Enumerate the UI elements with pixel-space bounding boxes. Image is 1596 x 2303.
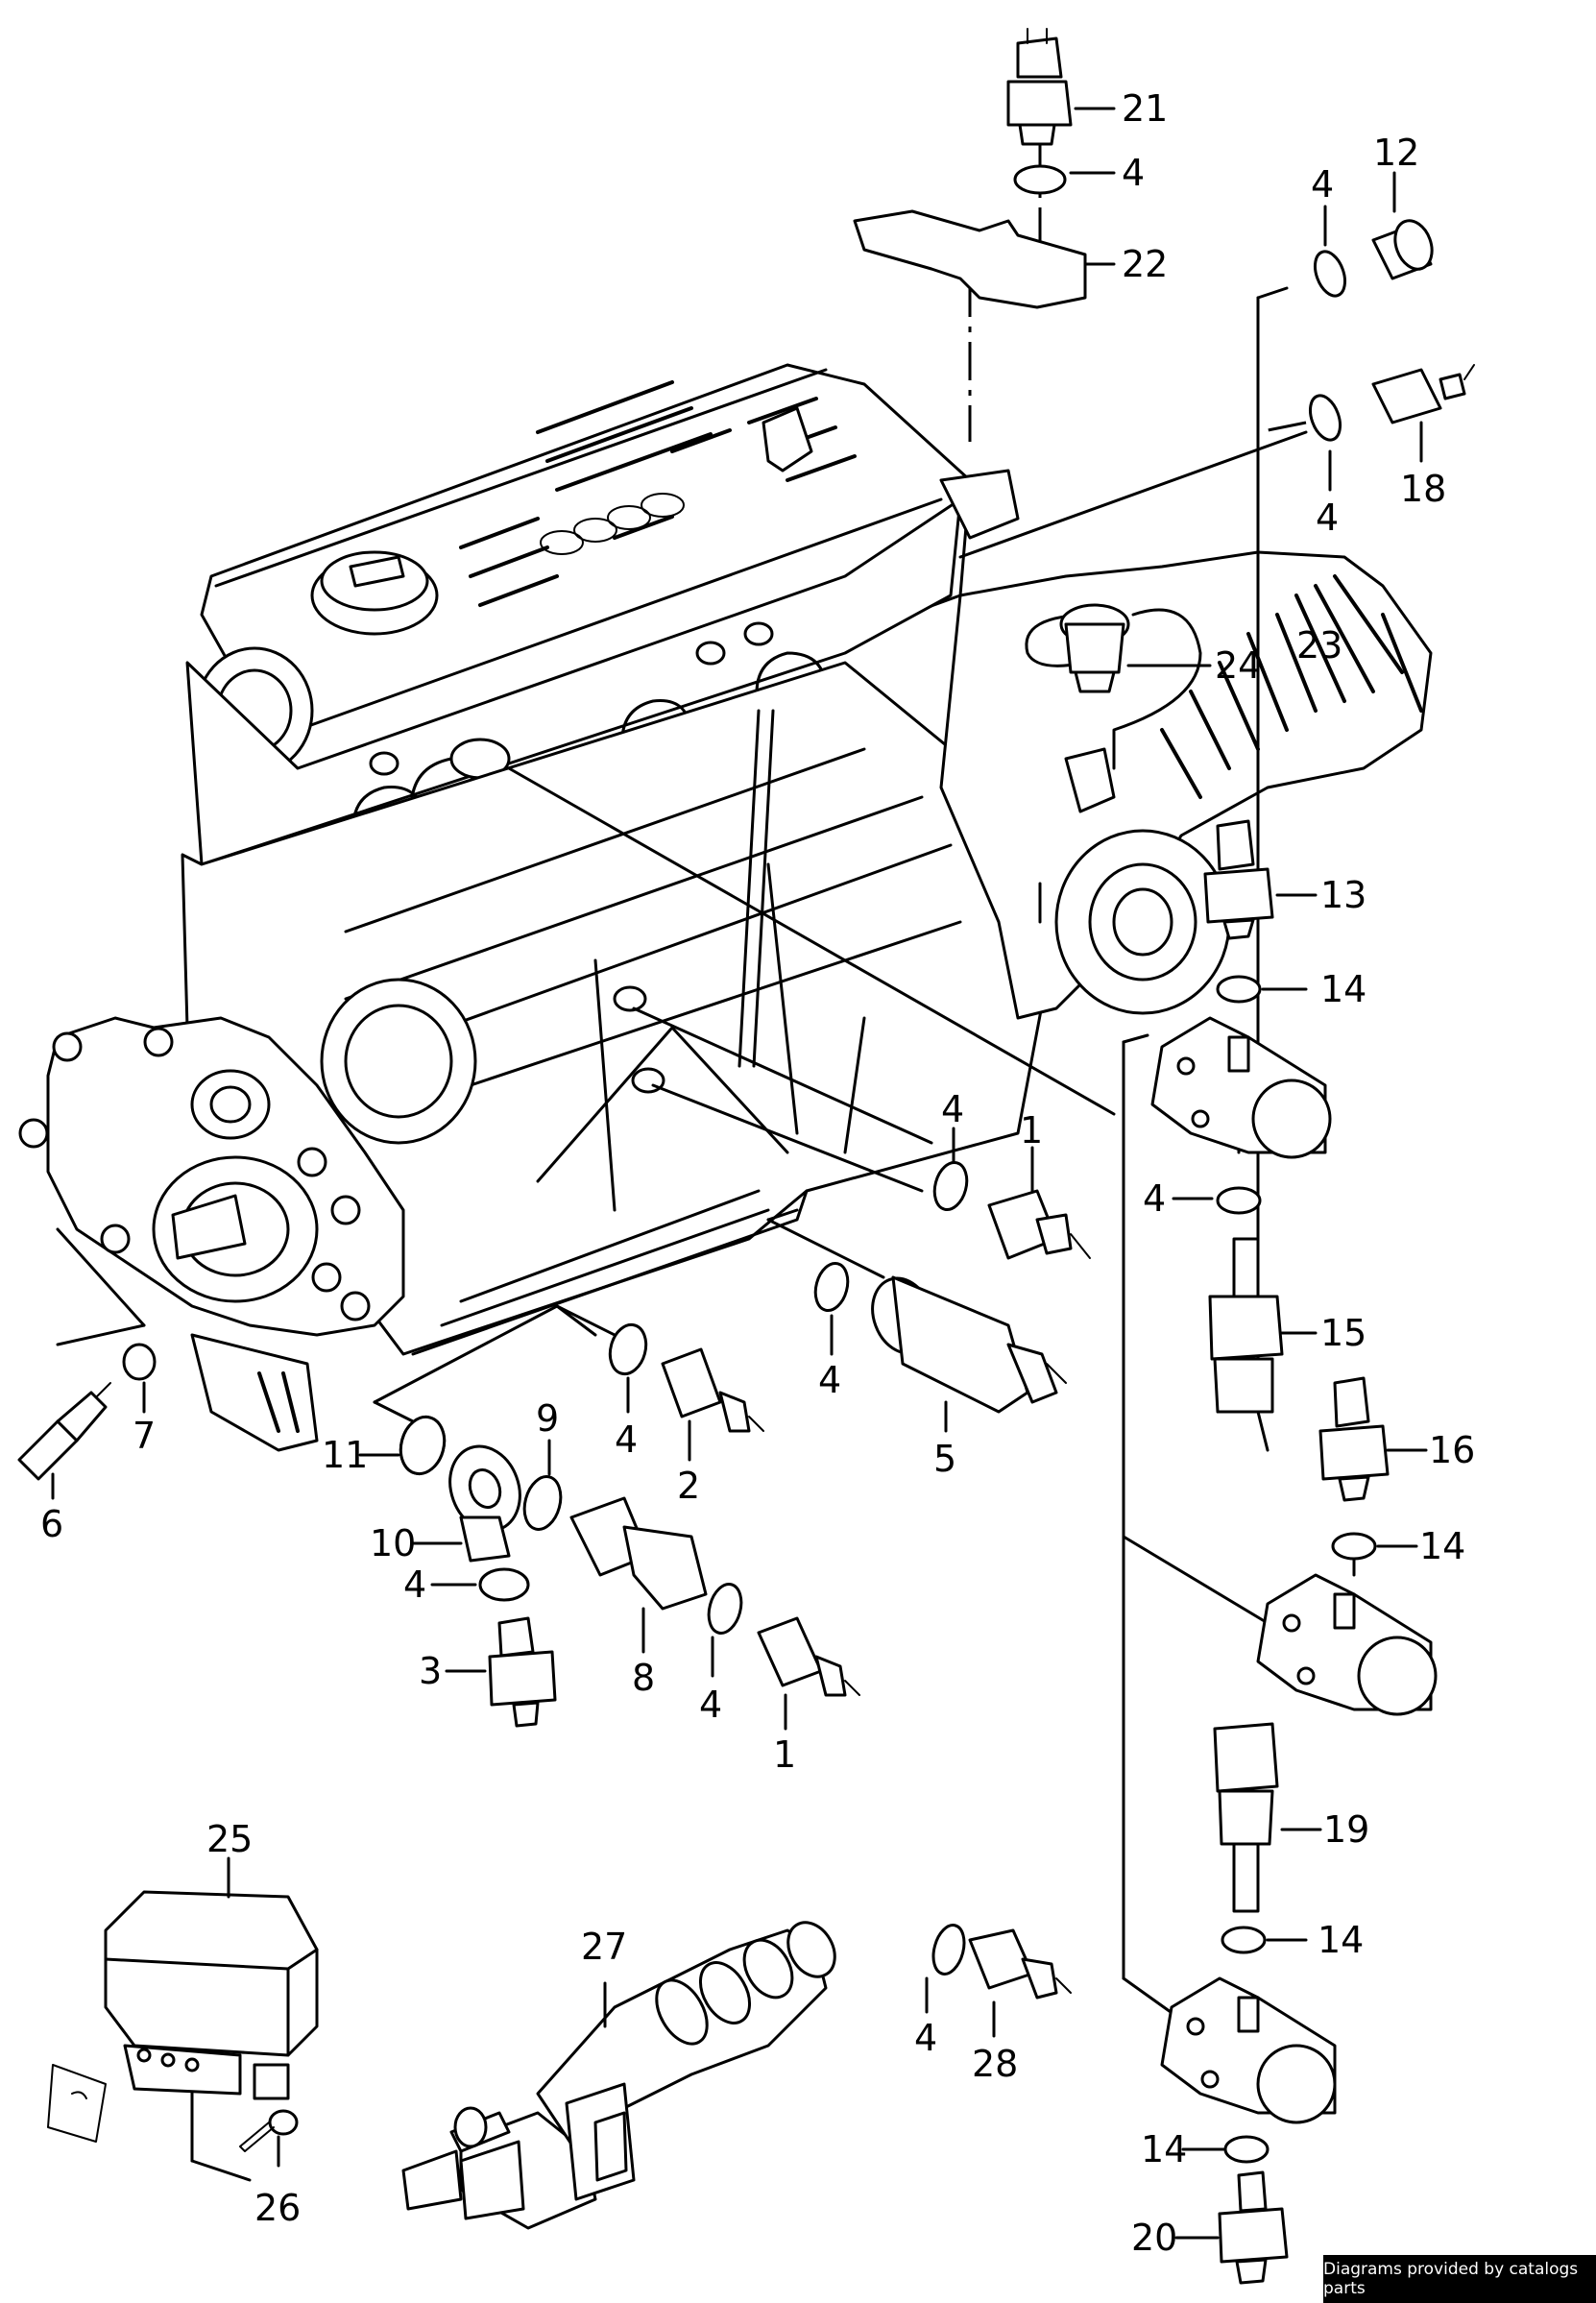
callout-4: 4 bbox=[941, 1088, 964, 1130]
coolant-flanges bbox=[1150, 1016, 1438, 2124]
part-15-sensor bbox=[1208, 1237, 1284, 1414]
callout-9: 9 bbox=[536, 1397, 559, 1440]
callout-4: 4 bbox=[615, 1418, 638, 1461]
callout-7: 7 bbox=[133, 1415, 156, 1457]
callout-4: 4 bbox=[914, 2017, 937, 2059]
callout-labels: 21 4 22 4 12 18 4 23 24 13 14 4 15 16 14… bbox=[40, 87, 1475, 2259]
part-12-plug bbox=[1371, 219, 1434, 280]
part-24-valve bbox=[1059, 603, 1130, 693]
callout-4: 4 bbox=[1316, 497, 1339, 539]
part-8-adapter bbox=[569, 1496, 708, 1611]
callout-4: 4 bbox=[699, 1684, 722, 1726]
callout-3: 3 bbox=[419, 1650, 442, 1692]
part-21-switch bbox=[1006, 28, 1073, 146]
part-2-sensor bbox=[661, 1347, 764, 1433]
callout-2: 2 bbox=[677, 1465, 700, 1507]
diagram-credit: Diagrams provided by catalogs parts bbox=[1323, 2255, 1596, 2303]
callout-13: 13 bbox=[1320, 874, 1366, 916]
part-26-screw bbox=[239, 2109, 299, 2152]
callout-26: 26 bbox=[254, 2187, 301, 2229]
washers bbox=[122, 164, 1377, 2164]
part-1-sensor-lower bbox=[757, 1616, 860, 1697]
part-11-washer bbox=[399, 1415, 447, 1476]
part-16-switch bbox=[1318, 1376, 1390, 1502]
callout-20: 20 bbox=[1131, 2217, 1177, 2259]
callout-15: 15 bbox=[1320, 1312, 1366, 1354]
callout-10: 10 bbox=[370, 1522, 416, 1564]
callout-27: 27 bbox=[581, 1926, 627, 1968]
part-20-sender bbox=[1218, 2170, 1289, 2285]
callout-4: 4 bbox=[818, 1359, 841, 1401]
part-13-switch bbox=[1203, 819, 1274, 940]
callout-25: 25 bbox=[206, 1818, 253, 1860]
callout-1: 1 bbox=[1020, 1109, 1043, 1152]
callout-4: 4 bbox=[403, 1564, 426, 1606]
part-6-spark-plug bbox=[17, 1382, 111, 1481]
part-28-switch bbox=[968, 1928, 1072, 2000]
callout-14: 14 bbox=[1419, 1525, 1465, 1567]
callout-16: 16 bbox=[1429, 1429, 1475, 1471]
part-1-sensor-upper bbox=[987, 1189, 1091, 1260]
part-22-bracket bbox=[853, 209, 1087, 309]
callout-4: 4 bbox=[1311, 163, 1334, 206]
callout-4: 4 bbox=[1122, 152, 1145, 194]
callout-6: 6 bbox=[40, 1503, 63, 1545]
part-3-sender bbox=[488, 1616, 557, 1728]
callout-24: 24 bbox=[1215, 644, 1261, 687]
callout-14: 14 bbox=[1141, 2128, 1187, 2170]
callout-22: 22 bbox=[1122, 243, 1168, 285]
callout-23: 23 bbox=[1296, 624, 1342, 667]
callout-18: 18 bbox=[1400, 468, 1446, 510]
part-10-banjo bbox=[448, 1444, 521, 1563]
engine-block-illustration bbox=[181, 363, 1049, 1356]
transmission-illustration bbox=[939, 469, 1433, 1020]
callout-14: 14 bbox=[1318, 1919, 1364, 1961]
part-18-sender bbox=[1371, 364, 1475, 424]
callout-14: 14 bbox=[1320, 968, 1366, 1010]
oil-pump-illustration bbox=[18, 1016, 405, 1452]
callout-5: 5 bbox=[933, 1438, 956, 1480]
callout-8: 8 bbox=[632, 1657, 655, 1699]
callout-1: 1 bbox=[773, 1733, 796, 1776]
callout-11: 11 bbox=[322, 1434, 368, 1476]
callout-4: 4 bbox=[1143, 1177, 1166, 1220]
part-25-relay-box bbox=[47, 1890, 319, 2143]
callout-21: 21 bbox=[1122, 87, 1168, 130]
part-19-sensor bbox=[1213, 1722, 1279, 1913]
callout-19: 19 bbox=[1323, 1808, 1369, 1851]
part-27-actuator bbox=[401, 1921, 836, 2230]
callout-28: 28 bbox=[972, 2043, 1018, 2085]
part-5-pressure-switch bbox=[871, 1275, 1067, 1414]
callout-12: 12 bbox=[1373, 132, 1419, 174]
